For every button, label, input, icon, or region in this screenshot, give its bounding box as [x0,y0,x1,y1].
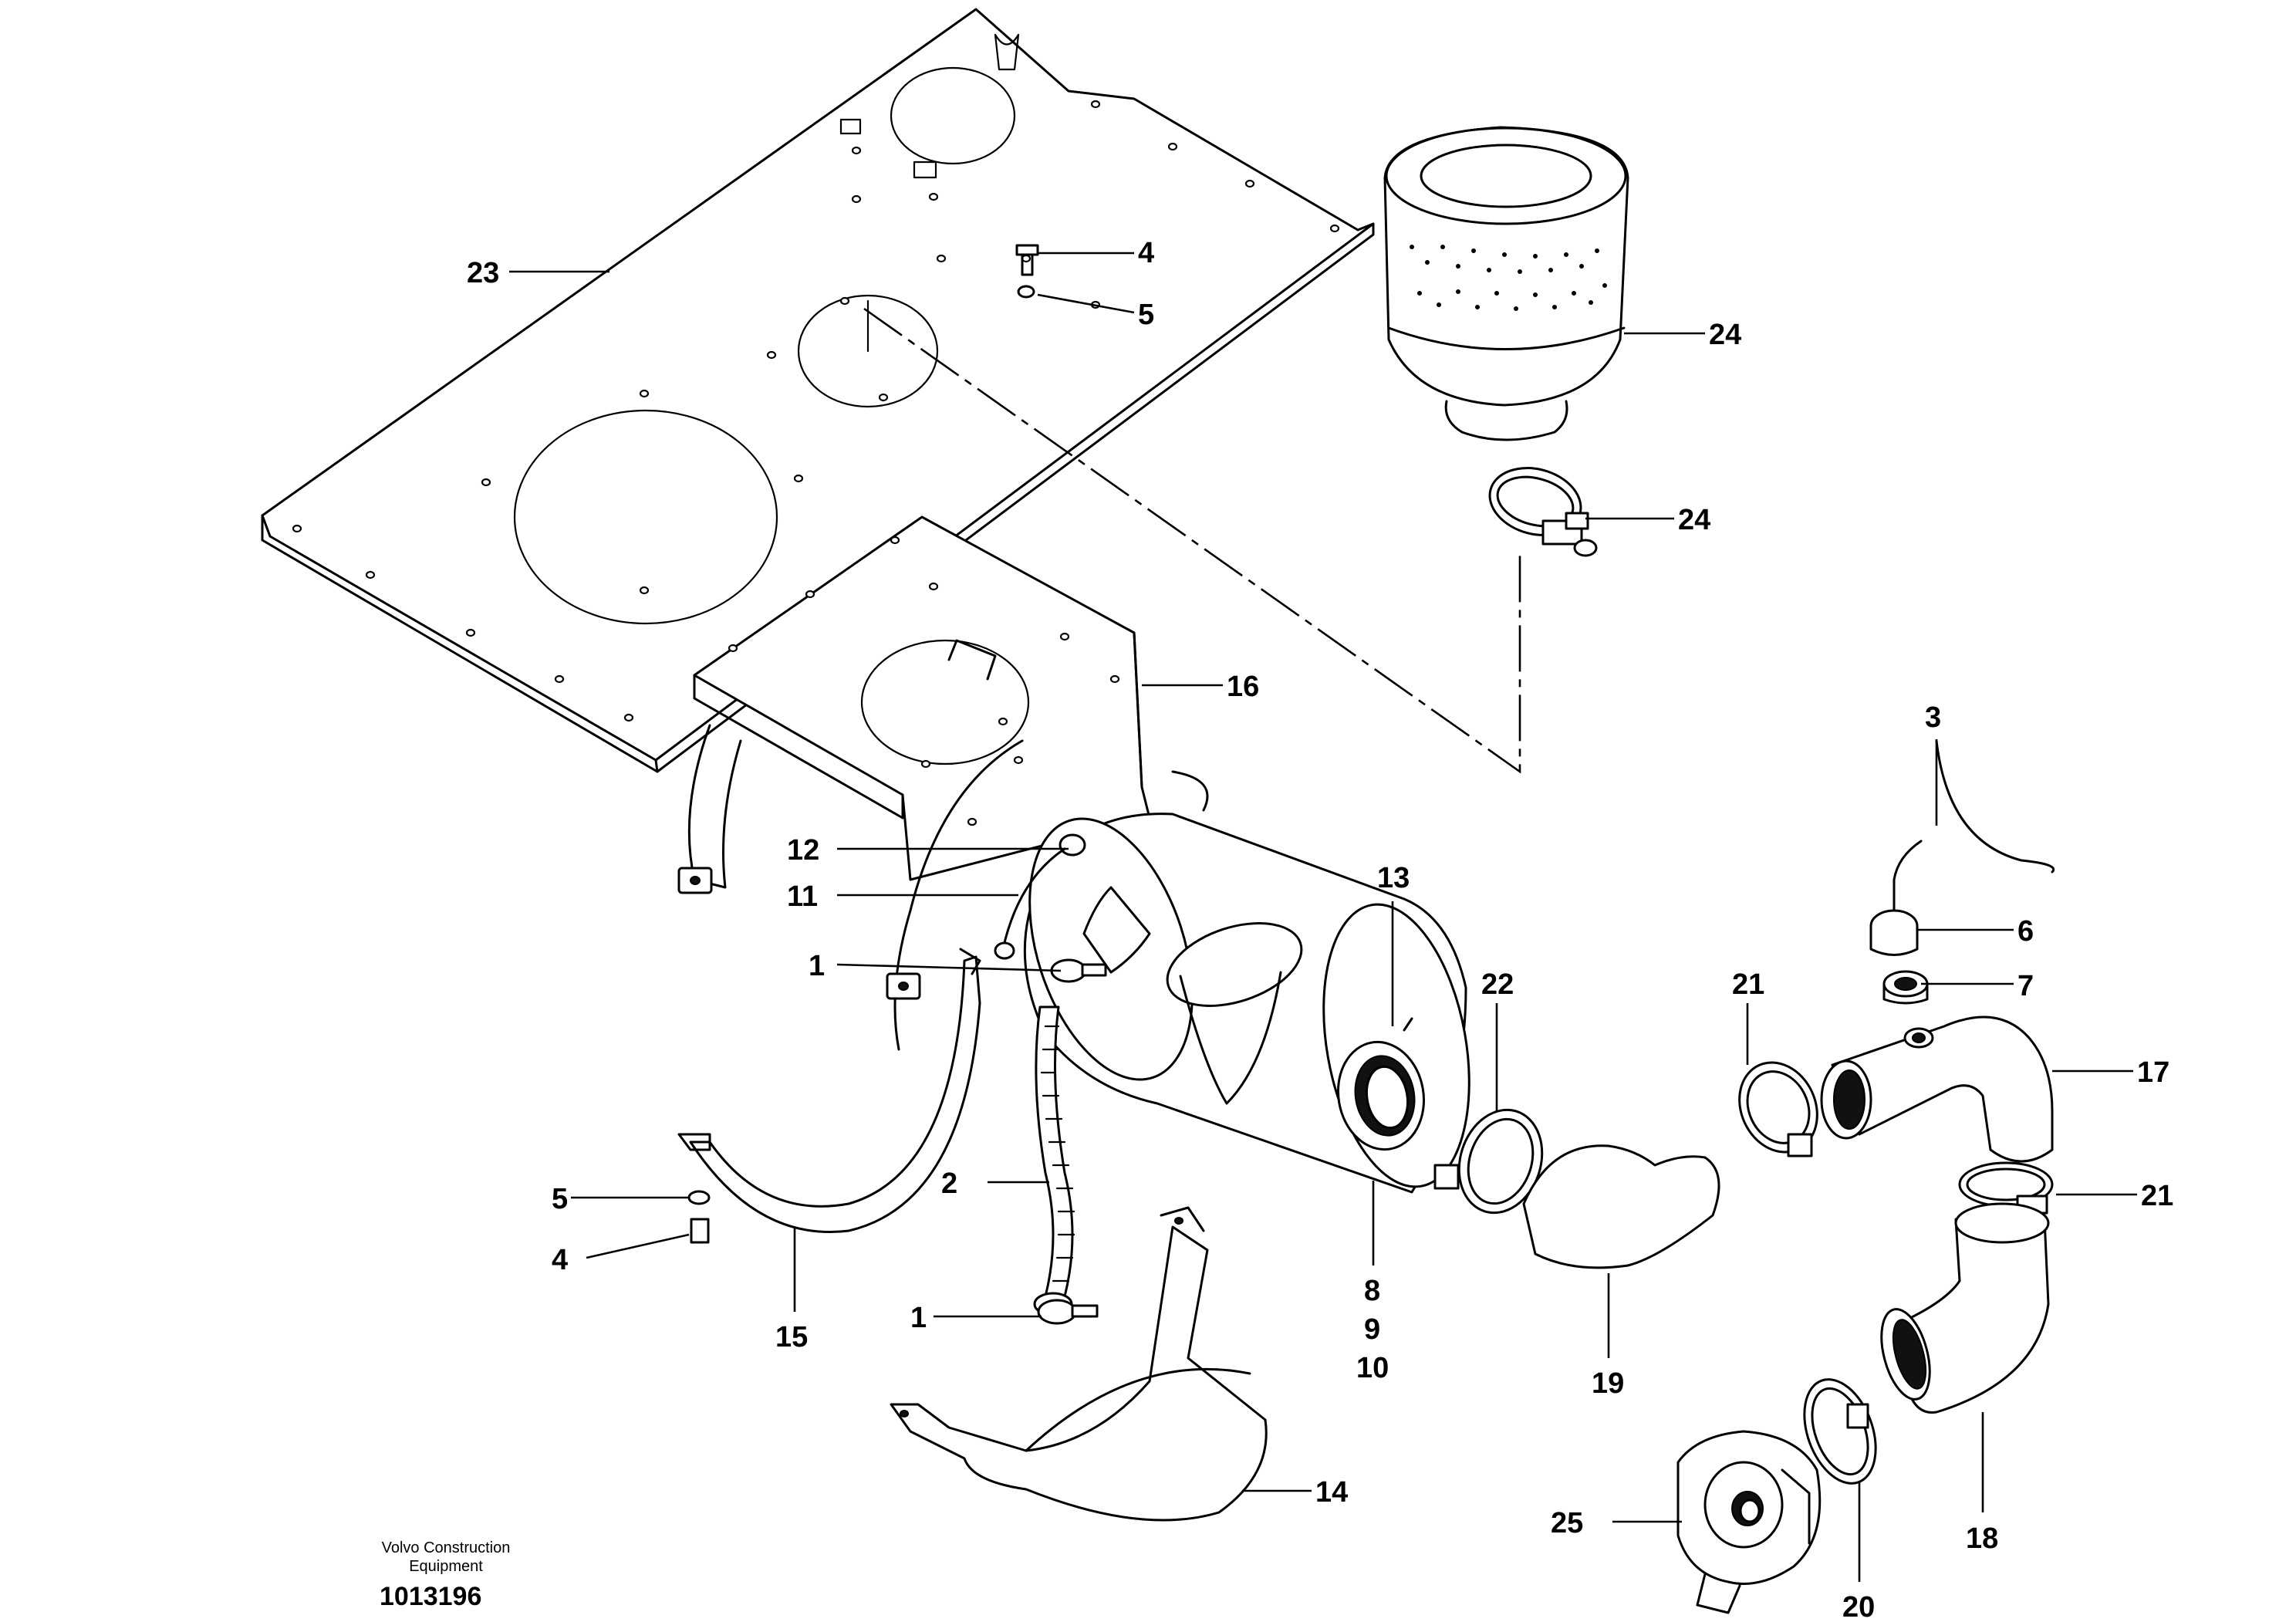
label-9: 9 [1364,1313,1380,1346]
indicator-adapter [1882,970,1929,1005]
mesh-dots [1410,245,1607,311]
mounting-plate [261,8,1375,773]
company-name-line1: Volvo Construction [382,1539,511,1556]
vacuum-indicator [1869,840,1923,956]
indicator-cable [1935,739,2055,874]
elbow-hose-upper [1820,1015,2054,1163]
plate-hole-small [890,66,1016,165]
lower-guard [890,1206,1268,1522]
support-strap [677,739,1209,1234]
hose-clamp-20 [1803,1378,1877,1485]
label-7: 7 [2017,970,2034,1002]
label-17: 17 [2137,1056,2169,1089]
hose-clamp-top [1050,958,1107,983]
label-2: 2 [941,1168,957,1200]
label-23: 23 [467,257,499,289]
elbow-hose-lower [1880,1202,2050,1414]
leader-lines [509,252,2137,1582]
label-4-top: 4 [1138,237,1154,269]
label-15: 15 [775,1321,808,1353]
plate-bolt-holes [292,100,1340,722]
frame-bolt-holes [728,536,1120,826]
hose-clamp-22 [1433,1108,1544,1215]
label-20: 20 [1842,1591,1875,1622]
company-name-line2: Equipment [409,1558,483,1575]
pre-cleaner-clamp [1488,467,1598,557]
label-24-top: 24 [1709,319,1741,351]
air-filter-housing [1023,813,1470,1194]
label-24-mid: 24 [1678,504,1710,536]
drawing-number: 1013196 [380,1582,481,1611]
label-25: 25 [1551,1507,1583,1539]
label-8: 8 [1364,1275,1380,1307]
plate-hole-large [513,409,778,625]
washer-bottom [687,1190,711,1205]
bolt-top [1015,244,1039,276]
label-1-bottom: 1 [910,1302,927,1334]
hose-clamp-lower [1958,1161,2054,1215]
label-1-top: 1 [809,950,825,982]
label-5-bottom: 5 [552,1183,568,1215]
label-16: 16 [1227,671,1259,703]
cap [1059,833,1086,857]
turbo-inlet-housing [1676,1430,1822,1614]
label-11: 11 [787,880,818,913]
label-18: 18 [1966,1522,1998,1555]
bracket-frame [677,515,1151,894]
washer-top [1017,285,1035,299]
label-10: 10 [1356,1352,1389,1384]
label-3: 3 [1925,701,1941,734]
drawing-footer: Volvo Construction Equipment 1013196 [380,1539,510,1611]
strap-ring [1001,847,1066,951]
hose-clamp-mid [1738,1061,1818,1157]
label-14: 14 [1315,1476,1348,1509]
part-callouts: 23 4 5 24 24 16 3 13 12 11 1 22 21 6 7 1… [467,237,2173,1622]
label-13: 13 [1377,862,1410,894]
label-21-top: 21 [1732,968,1764,1001]
label-6: 6 [2017,915,2034,948]
rubber-elbow [1522,1144,1720,1269]
label-19: 19 [1592,1367,1624,1400]
hose-clamp-bottom [1037,1299,1099,1325]
label-22: 22 [1481,968,1514,1001]
bolt-bottom [690,1218,710,1244]
label-4-bottom: 4 [552,1244,568,1276]
label-12: 12 [787,834,819,867]
label-5-top: 5 [1138,299,1154,331]
label-21-bottom: 21 [2141,1180,2173,1212]
pre-cleaner [1383,126,1629,441]
